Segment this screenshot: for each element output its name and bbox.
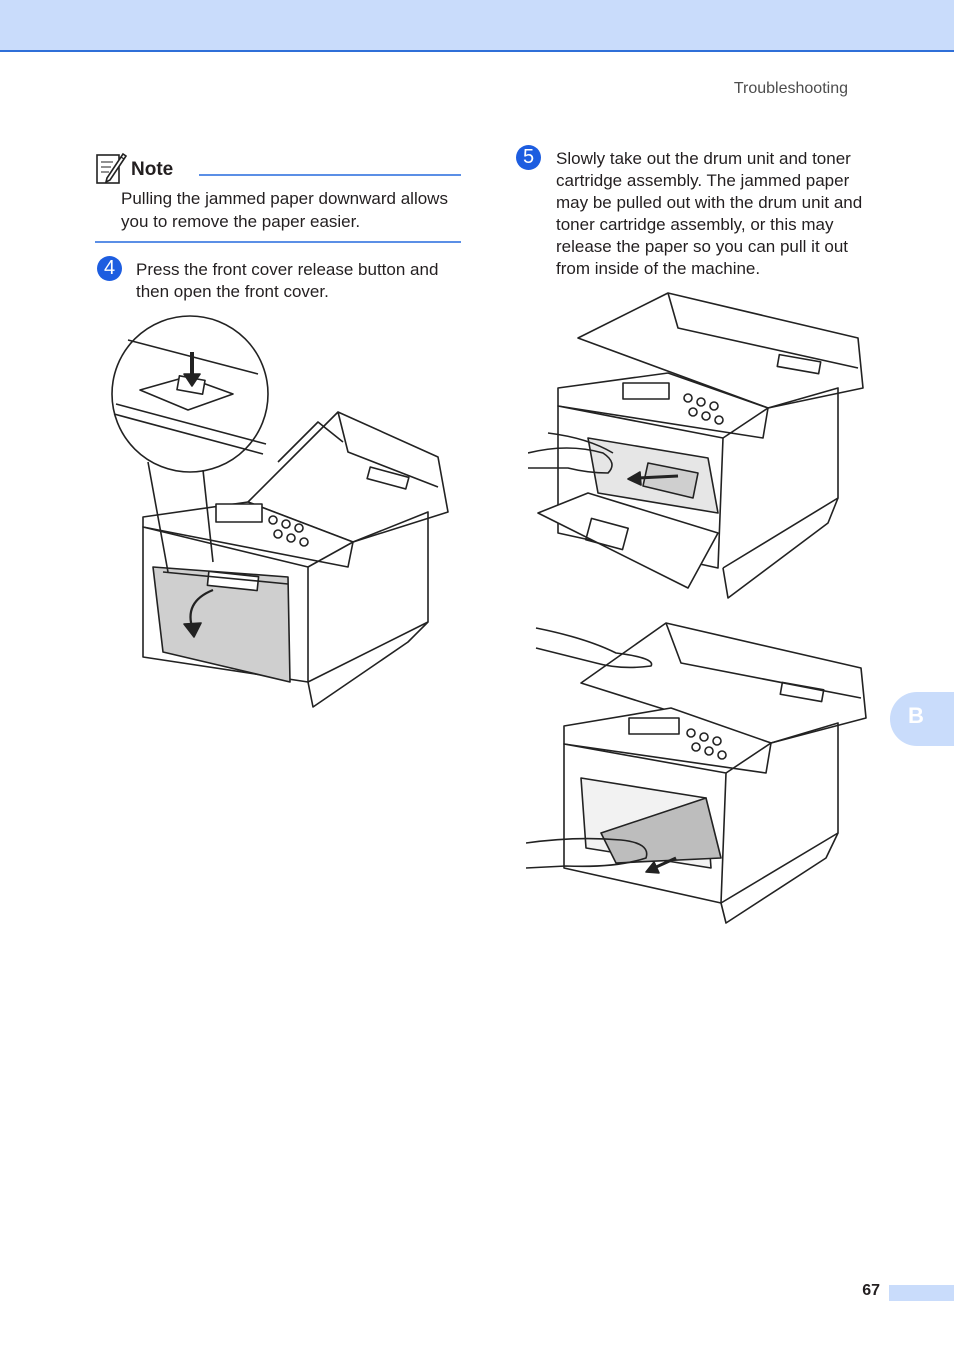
note-title: Note xyxy=(131,159,174,180)
note-pencil-icon xyxy=(96,152,127,184)
note-text: Pulling the jammed paper downward allows… xyxy=(121,189,448,231)
header-band xyxy=(0,0,954,52)
chapter-tab xyxy=(890,692,954,746)
running-head: Troubleshooting xyxy=(733,80,848,97)
page-number: 67 xyxy=(862,1282,880,1299)
figure-open-front-cover xyxy=(111,315,449,708)
step-5-text: Slowly take out the drum unit and toner … xyxy=(556,149,863,278)
note-rule-top xyxy=(199,174,461,176)
step-4-badge: 4 xyxy=(97,256,122,281)
chapter-letter: B xyxy=(908,703,924,728)
figure-pull-jammed-paper xyxy=(526,622,867,924)
footer-bar xyxy=(889,1285,954,1301)
step-4-text: Press the front cover release button and… xyxy=(136,260,439,301)
figure-remove-drum-unit xyxy=(528,292,864,599)
step-5-badge: 5 xyxy=(516,145,541,170)
note-rule-bottom xyxy=(95,241,461,243)
